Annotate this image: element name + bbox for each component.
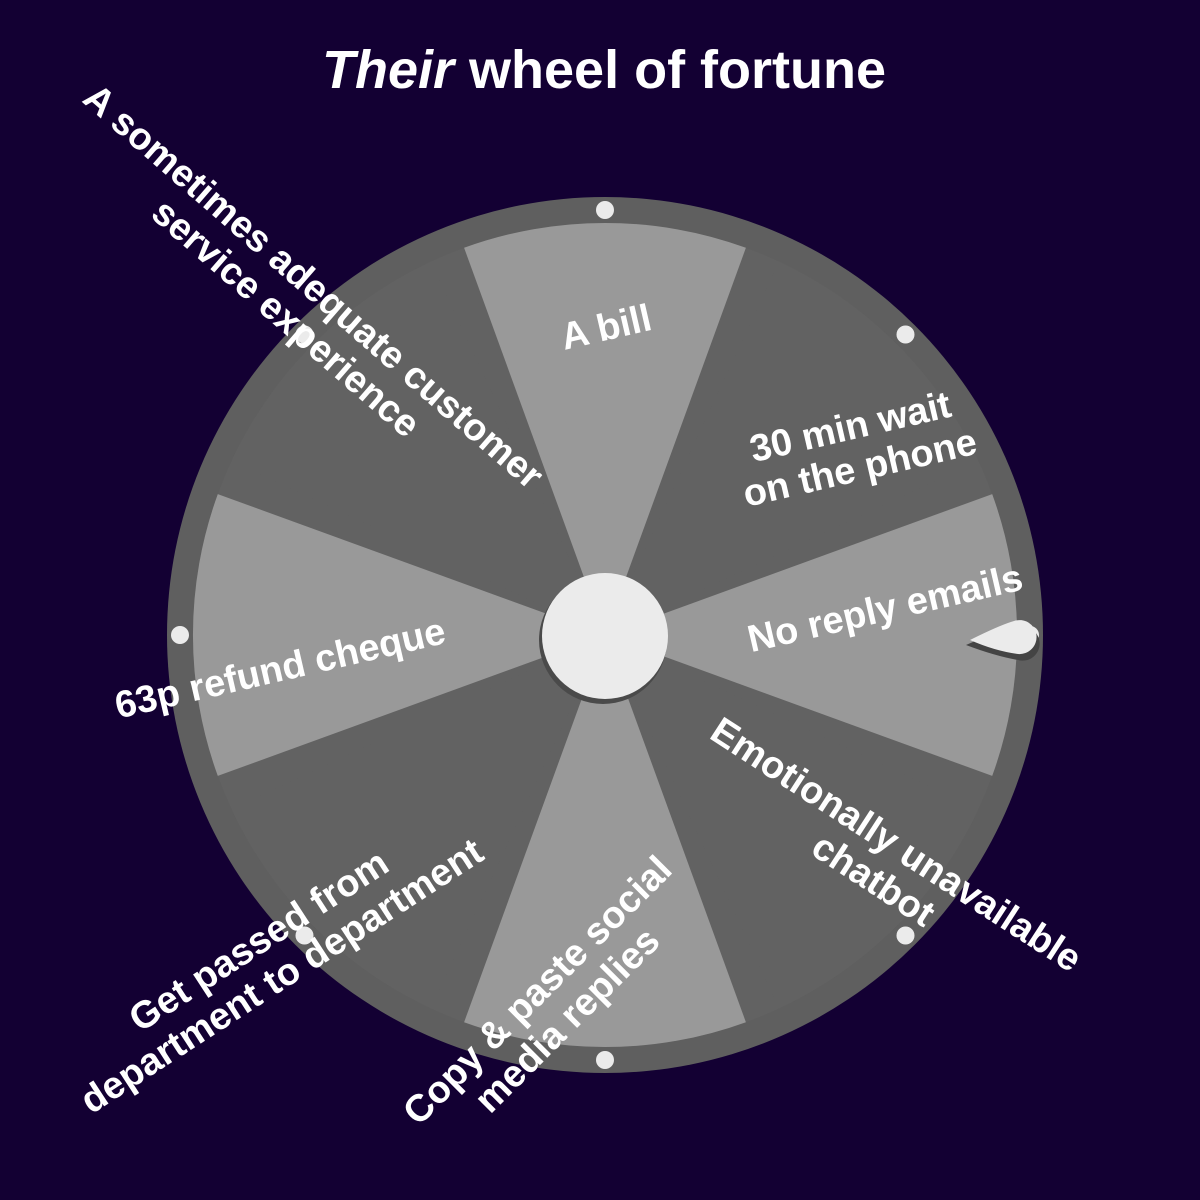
wheel-peg <box>596 201 614 219</box>
wheel-peg <box>896 325 915 344</box>
wheel-segment <box>231 635 605 1009</box>
teardrop-pointer <box>966 620 1040 661</box>
wheel-segments <box>192 222 1018 1048</box>
wheel-peg <box>295 926 314 945</box>
wheel-segment <box>605 635 979 1009</box>
title-rest: wheel of fortune <box>454 40 886 100</box>
wheel-segment <box>605 494 1018 776</box>
wheel <box>167 197 1043 1073</box>
wheel-segment <box>192 494 605 776</box>
pointer-body <box>970 620 1037 655</box>
wheel-pegs <box>171 201 1039 1069</box>
wheel-peg <box>295 325 314 344</box>
wheel-segment <box>464 222 746 636</box>
wheel-hub <box>539 573 668 704</box>
wheel-peg <box>896 926 915 945</box>
title-emphasis: Their <box>322 40 457 100</box>
wheel-segment <box>605 261 979 635</box>
wheel-peg <box>171 626 189 644</box>
hub-cap <box>542 573 668 699</box>
wheel-peg <box>596 1051 614 1069</box>
wheel-segment <box>464 635 746 1048</box>
wheel-segment <box>231 261 605 635</box>
page-title: Their wheel of fortune <box>322 40 886 100</box>
